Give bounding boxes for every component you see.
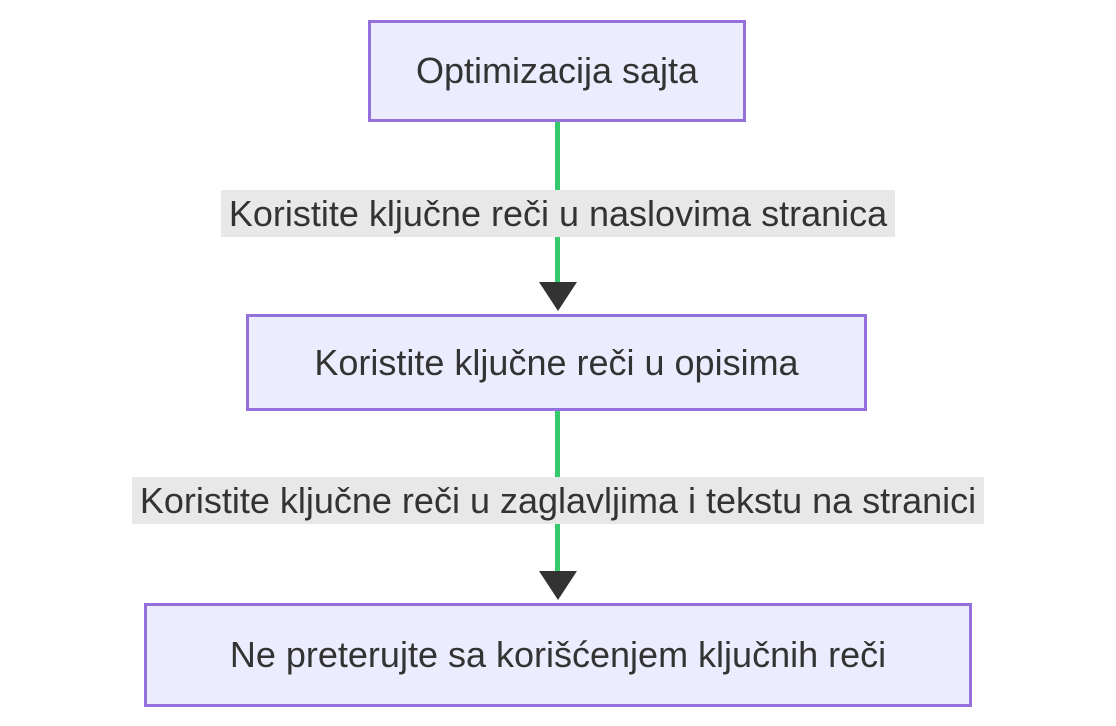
node-label: Optimizacija sajta	[415, 50, 699, 92]
flowchart-node-optimizacija-sajta: Optimizacija sajta	[368, 20, 746, 122]
node-label: Ne preterujte sa korišćenjem ključnih re…	[229, 634, 887, 676]
edge-label-zaglavlja-i-tekst: Koristite ključne reči u zaglavljima i t…	[131, 477, 985, 524]
edge-label-row: Koristite ključne reči u zaglavljima i t…	[0, 477, 1116, 524]
arrowhead-down-icon	[539, 571, 577, 600]
flowchart-node-ne-preterujte: Ne preterujte sa korišćenjem ključnih re…	[144, 603, 972, 707]
node-label: Koristite ključne reči u opisima	[314, 341, 799, 383]
edge-label-naslovi-stranica: Koristite ključne reči u naslovima stran…	[220, 190, 896, 237]
flowchart-node-kljucne-reci-u-opisima: Koristite ključne reči u opisima	[246, 314, 867, 411]
arrowhead-down-icon	[539, 282, 577, 311]
edge-label-row: Koristite ključne reči u naslovima stran…	[0, 190, 1116, 237]
